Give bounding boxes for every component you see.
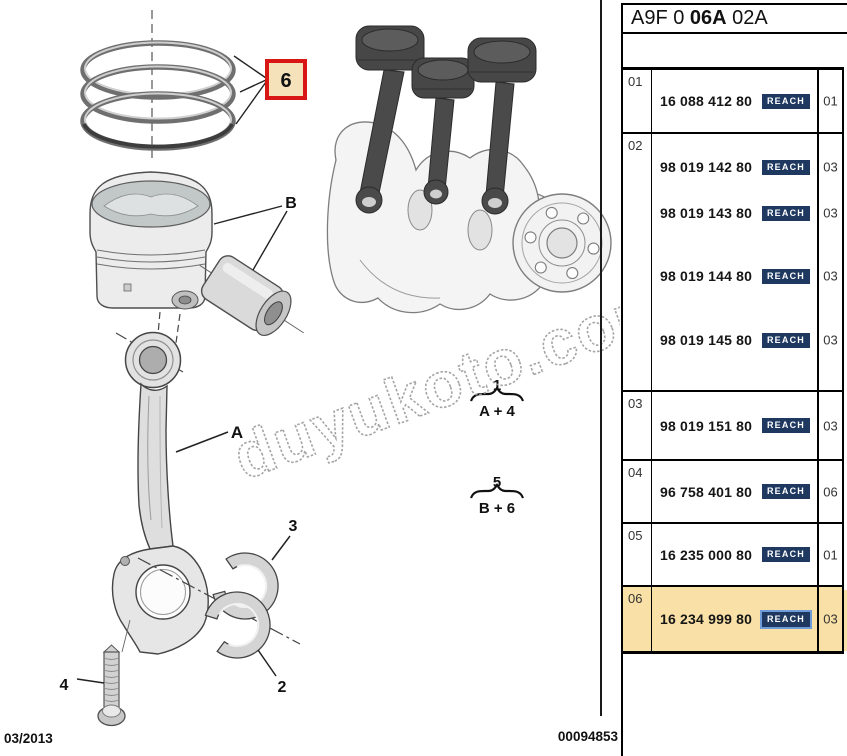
catalog-date: 03/2013 — [4, 731, 53, 746]
parts-list: 01 16 088 412 80 REACH 01 02 98 019 142 … — [621, 67, 844, 654]
crankshaft-assembly-illustration — [326, 25, 612, 314]
part-entry: 96 758 401 80 REACH — [652, 484, 817, 500]
qty-cell: 03 — [817, 587, 842, 651]
part-number: 98 019 145 80 — [660, 332, 753, 348]
qty-value: 03 — [823, 159, 838, 175]
label-2[interactable]: 2 — [278, 679, 287, 696]
qty-cell: 03 03 03 03 — [817, 134, 842, 390]
part-entry: 16 088 412 80 REACH — [652, 93, 817, 109]
part-entry: 98 019 143 80 REACH — [652, 205, 817, 221]
ref-cell: 04 — [623, 461, 652, 522]
qty-value: 03 — [823, 268, 838, 284]
qty-cell: 06 — [817, 461, 842, 522]
formula-5-b6: 5 B + 6 — [469, 474, 525, 517]
table-row[interactable]: 04 96 758 401 80 REACH 06 — [623, 461, 842, 524]
label-A[interactable]: A — [231, 423, 243, 442]
qty-value: 03 — [823, 418, 838, 433]
reach-badge[interactable]: REACH — [761, 268, 810, 284]
label-B[interactable]: B — [285, 195, 297, 212]
reach-badge[interactable]: REACH — [761, 547, 810, 562]
reach-badge[interactable]: REACH — [761, 418, 810, 433]
qty-value: 01 — [823, 93, 838, 109]
ref-cell: 06 — [623, 587, 652, 651]
page-code-header: A9F 0 06A 02A — [621, 3, 847, 34]
part-entry: 98 019 142 80 REACH — [652, 159, 817, 175]
part-number: 16 234 999 80 — [660, 611, 753, 627]
part-number: 96 758 401 80 — [660, 483, 753, 500]
qty-value: 06 — [823, 484, 838, 499]
formula-5-bottom: B + 6 — [479, 500, 515, 517]
qty-value: 03 — [823, 611, 838, 627]
header-spacer — [621, 34, 847, 67]
reach-badge-selected[interactable]: REACH — [759, 609, 813, 629]
bearing-shells-illustration — [137, 535, 301, 677]
label-4[interactable]: 4 — [60, 677, 69, 694]
reach-badge[interactable]: REACH — [761, 205, 810, 221]
part-entry: 16 234 999 80 REACH — [652, 609, 817, 629]
parts-diagram: 6 B — [60, 10, 620, 727]
table-row[interactable]: 05 16 235 000 80 REACH 01 — [623, 524, 842, 587]
formula-1-top: 1 — [493, 377, 501, 394]
parts-cell: 96 758 401 80 REACH — [652, 461, 817, 522]
parts-cell: 98 019 142 80 REACH 98 019 143 80 REACH … — [652, 134, 817, 390]
reach-badge[interactable]: REACH — [761, 159, 810, 175]
formula-1-a4: 1 A + 4 — [469, 377, 525, 420]
callout-6[interactable]: 6 — [265, 59, 307, 100]
selected-row-edge-sliver — [844, 590, 847, 651]
table-row[interactable]: 01 16 088 412 80 REACH 01 — [623, 70, 842, 134]
table-row[interactable]: 03 98 019 151 80 REACH 03 — [623, 392, 842, 461]
ref-cell: 05 — [623, 524, 652, 585]
qty-value: 01 — [823, 547, 838, 562]
qty-cell: 01 — [817, 524, 842, 585]
qty-value: 03 — [823, 332, 838, 348]
reach-badge[interactable]: REACH — [761, 93, 810, 109]
qty-cell: 01 — [817, 70, 842, 132]
part-entry: 98 019 145 80 REACH — [652, 332, 817, 348]
part-number: 98 019 144 80 — [660, 268, 753, 284]
page-code-suffix: 02A — [726, 7, 768, 29]
label-3[interactable]: 3 — [289, 518, 298, 535]
table-row[interactable]: 02 98 019 142 80 REACH 98 019 143 80 REA… — [623, 134, 842, 392]
qty-value: 03 — [823, 205, 838, 221]
callout-6-label: 6 — [280, 70, 291, 92]
page-code-bold: 06A — [689, 7, 727, 29]
diagram-frame-line — [600, 0, 602, 716]
parts-table: A9F 0 06A 02A 01 16 088 412 80 REACH 01 … — [621, 3, 847, 654]
ref-cell: 03 — [623, 392, 652, 459]
part-number: 98 019 142 80 — [660, 159, 753, 175]
table-row-selected[interactable]: 06 16 234 999 80 REACH 03 — [623, 587, 842, 651]
part-number: 16 088 412 80 — [660, 93, 753, 109]
piston-illustration — [89, 171, 304, 336]
ref-cell: 02 — [623, 134, 652, 390]
reach-badge[interactable]: REACH — [761, 484, 810, 499]
document-number: 00094853 — [557, 729, 618, 744]
part-number: 16 235 000 80 — [660, 546, 753, 563]
bolt-illustration — [76, 644, 126, 727]
reach-badge[interactable]: REACH — [761, 332, 810, 348]
part-entry: 98 019 144 80 REACH — [652, 268, 817, 284]
ref-cell: 01 — [623, 70, 652, 132]
parts-cell: 98 019 151 80 REACH — [652, 392, 817, 459]
formula-5-top: 5 — [493, 474, 501, 491]
page-code-prefix: A9F 0 — [631, 7, 690, 29]
part-number: 98 019 143 80 — [660, 205, 753, 221]
piston-rings-illustration — [80, 10, 267, 158]
parts-cell: 16 235 000 80 REACH — [652, 524, 817, 585]
parts-cell: 16 234 999 80 REACH — [652, 587, 817, 651]
part-number: 98 019 151 80 — [660, 417, 753, 434]
formula-1-bottom: A + 4 — [479, 403, 515, 420]
part-entry: 98 019 151 80 REACH — [652, 418, 817, 434]
part-entry: 16 235 000 80 REACH — [652, 547, 817, 563]
parts-cell: 16 088 412 80 REACH — [652, 70, 817, 132]
qty-cell: 03 — [817, 392, 842, 459]
